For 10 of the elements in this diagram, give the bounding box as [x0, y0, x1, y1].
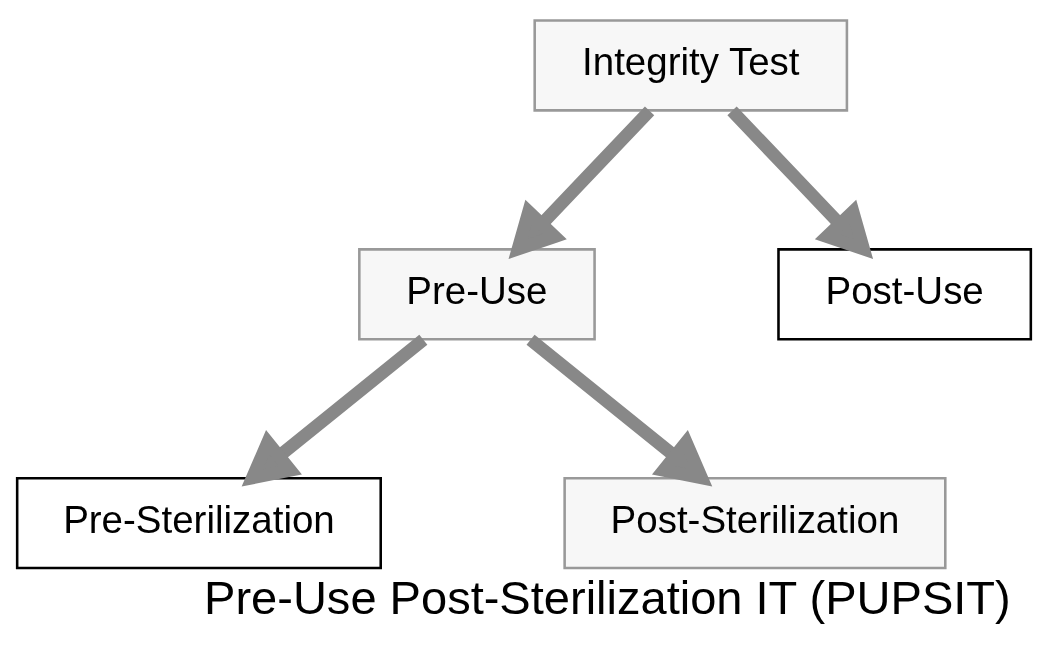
arrow [508, 106, 655, 259]
node-box: Pre-Use [358, 248, 596, 341]
caption: Pre-Use Post-Sterilization IT (PUPSIT) [204, 571, 1011, 625]
node-box: Integrity Test [533, 19, 849, 112]
arrow [526, 334, 713, 487]
arrow [241, 334, 428, 487]
node-box: Pre-Sterilization [15, 476, 382, 570]
arrow [727, 106, 874, 259]
node-box: Post-Use [777, 248, 1033, 341]
node-box: Post-Sterilization [563, 476, 947, 570]
